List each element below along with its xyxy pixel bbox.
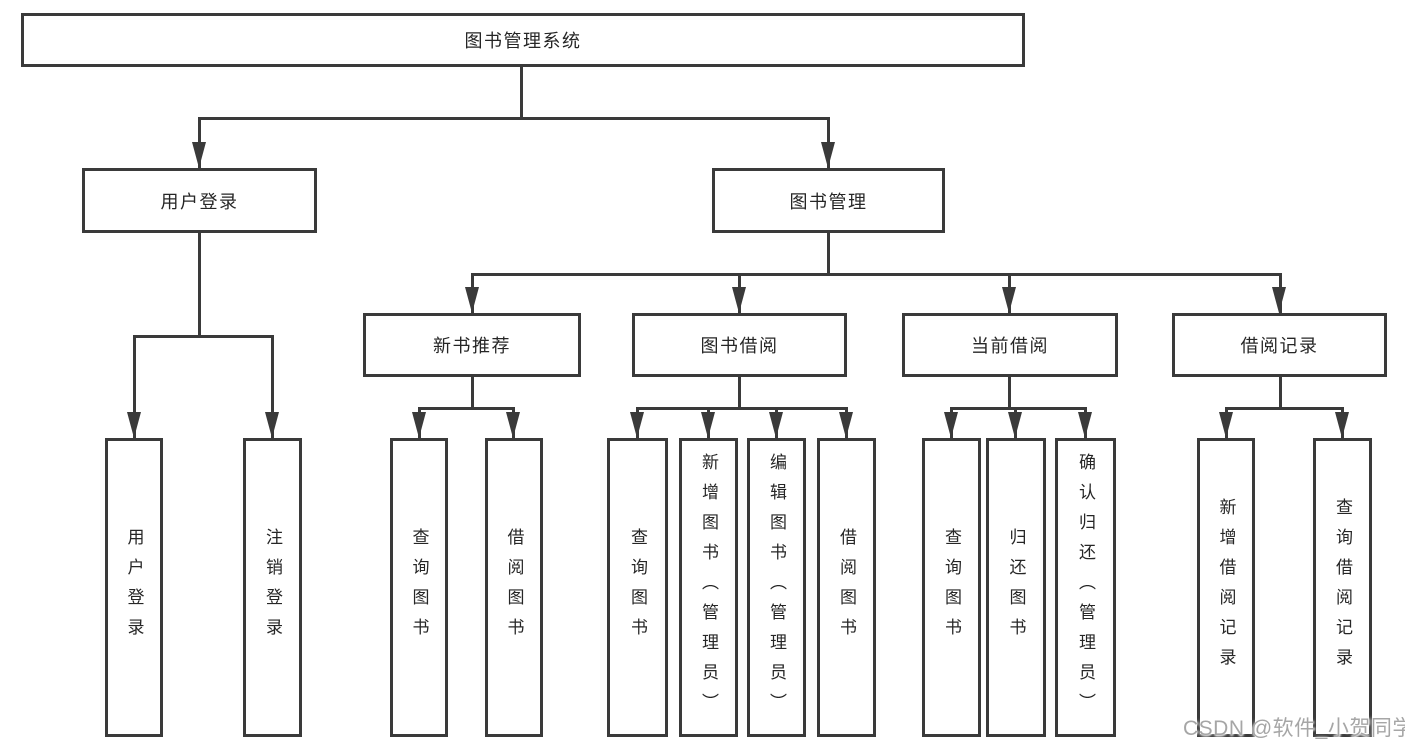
leaf-query-book-borrow-label: 查询图书 bbox=[628, 527, 647, 648]
node-user-login: 用户登录 bbox=[82, 168, 317, 233]
line-level2-rail bbox=[198, 117, 830, 120]
leaf-add-book-label: 新增图书（管理员） bbox=[699, 452, 718, 723]
leaf-query-book-borrow: 查询图书 bbox=[607, 438, 668, 737]
arrow-to-leaf-borrow-book-borrow bbox=[839, 412, 853, 438]
arrow-to-leaf-query-book-current bbox=[944, 412, 958, 438]
leaf-borrow-book-borrow: 借阅图书 bbox=[817, 438, 876, 737]
line-current-borrow-rail bbox=[950, 407, 1087, 410]
arrow-to-leaf-return-book bbox=[1008, 412, 1022, 438]
csdn-watermark: CSDN @软件_小贺同学 bbox=[1183, 717, 1405, 740]
node-book-borrow: 图书借阅 bbox=[632, 313, 847, 377]
leaf-user-login-label: 用户登录 bbox=[124, 527, 144, 648]
line-to-leaf-user-login bbox=[133, 335, 136, 438]
leaf-query-book-rec: 查询图书 bbox=[390, 438, 448, 737]
leaf-edit-book-label: 编辑图书（管理员） bbox=[767, 452, 786, 723]
arrow-to-leaf-borrow-book-rec bbox=[506, 412, 520, 438]
arrow-to-new-book-rec bbox=[465, 287, 479, 313]
leaf-borrow-book-borrow-label: 借阅图书 bbox=[837, 527, 856, 648]
arrow-to-leaf-user-login bbox=[127, 412, 141, 438]
line-new-book-rec-stem bbox=[471, 377, 474, 410]
leaf-query-book-current-label: 查询图书 bbox=[942, 527, 961, 648]
arrow-to-leaf-query-book-rec bbox=[412, 412, 426, 438]
node-library-system: 图书管理系统 bbox=[21, 13, 1025, 67]
leaf-add-borrow-record-label: 新增借阅记录 bbox=[1216, 497, 1236, 678]
arrow-to-leaf-query-book-borrow bbox=[630, 412, 644, 438]
line-borrow-record-rail bbox=[1225, 407, 1344, 410]
leaf-query-borrow-record-label: 查询借阅记录 bbox=[1333, 497, 1352, 678]
arrow-to-leaf-logout bbox=[265, 412, 279, 438]
leaf-confirm-return: 确认归还（管理员） bbox=[1055, 438, 1116, 737]
line-user-login-rail bbox=[133, 335, 274, 338]
line-root-stem bbox=[520, 67, 523, 117]
leaf-confirm-return-label: 确认归还（管理员） bbox=[1076, 452, 1095, 723]
arrow-to-leaf-add-book bbox=[701, 412, 715, 438]
leaf-query-book-rec-label: 查询图书 bbox=[409, 527, 429, 648]
line-to-leaf-logout bbox=[271, 335, 274, 438]
line-level3-rail bbox=[471, 273, 1282, 276]
leaf-borrow-book-rec-label: 借阅图书 bbox=[504, 527, 524, 648]
leaf-logout: 注销登录 bbox=[243, 438, 302, 737]
leaf-add-book: 新增图书（管理员） bbox=[679, 438, 738, 737]
leaf-return-book-label: 归还图书 bbox=[1006, 527, 1026, 648]
arrow-to-leaf-edit-book bbox=[769, 412, 783, 438]
node-book-mgmt: 图书管理 bbox=[712, 168, 945, 233]
node-borrow-record-label: 借阅记录 bbox=[1240, 336, 1319, 356]
leaf-edit-book: 编辑图书（管理员） bbox=[747, 438, 806, 737]
leaf-logout-label: 注销登录 bbox=[263, 527, 282, 648]
line-new-book-rec-rail bbox=[418, 407, 515, 410]
arrow-to-current-borrow bbox=[1002, 287, 1016, 313]
leaf-return-book: 归还图书 bbox=[986, 438, 1046, 737]
node-book-borrow-label: 图书借阅 bbox=[700, 336, 779, 356]
line-book-borrow-stem bbox=[738, 377, 741, 410]
line-user-login-stem bbox=[198, 233, 201, 338]
arrow-to-user-login bbox=[192, 142, 206, 168]
line-book-mgmt-stem bbox=[827, 233, 830, 276]
arrow-to-borrow-record bbox=[1272, 287, 1286, 313]
arrow-to-book-borrow bbox=[732, 287, 746, 313]
arrow-to-leaf-query-borrow-record bbox=[1335, 412, 1349, 438]
node-current-borrow: 当前借阅 bbox=[902, 313, 1118, 377]
arrow-to-leaf-confirm-return bbox=[1078, 412, 1092, 438]
node-book-mgmt-label: 图书管理 bbox=[789, 191, 868, 212]
line-book-borrow-rail bbox=[636, 407, 848, 410]
node-borrow-record: 借阅记录 bbox=[1172, 313, 1387, 377]
node-library-system-label: 图书管理系统 bbox=[464, 31, 582, 51]
leaf-query-book-current: 查询图书 bbox=[922, 438, 981, 737]
leaf-borrow-book-rec: 借阅图书 bbox=[485, 438, 543, 737]
arrow-to-book-mgmt bbox=[821, 142, 835, 168]
line-borrow-record-stem bbox=[1279, 377, 1282, 410]
leaf-user-login: 用户登录 bbox=[105, 438, 163, 737]
node-user-login-label: 用户登录 bbox=[160, 191, 239, 212]
arrow-to-leaf-add-borrow-record bbox=[1219, 412, 1233, 438]
node-current-borrow-label: 当前借阅 bbox=[971, 336, 1049, 356]
leaf-query-borrow-record: 查询借阅记录 bbox=[1313, 438, 1372, 737]
line-current-borrow-stem bbox=[1008, 377, 1011, 410]
node-new-book-rec: 新书推荐 bbox=[363, 313, 581, 377]
leaf-add-borrow-record: 新增借阅记录 bbox=[1197, 438, 1255, 737]
node-new-book-rec-label: 新书推荐 bbox=[433, 336, 511, 356]
